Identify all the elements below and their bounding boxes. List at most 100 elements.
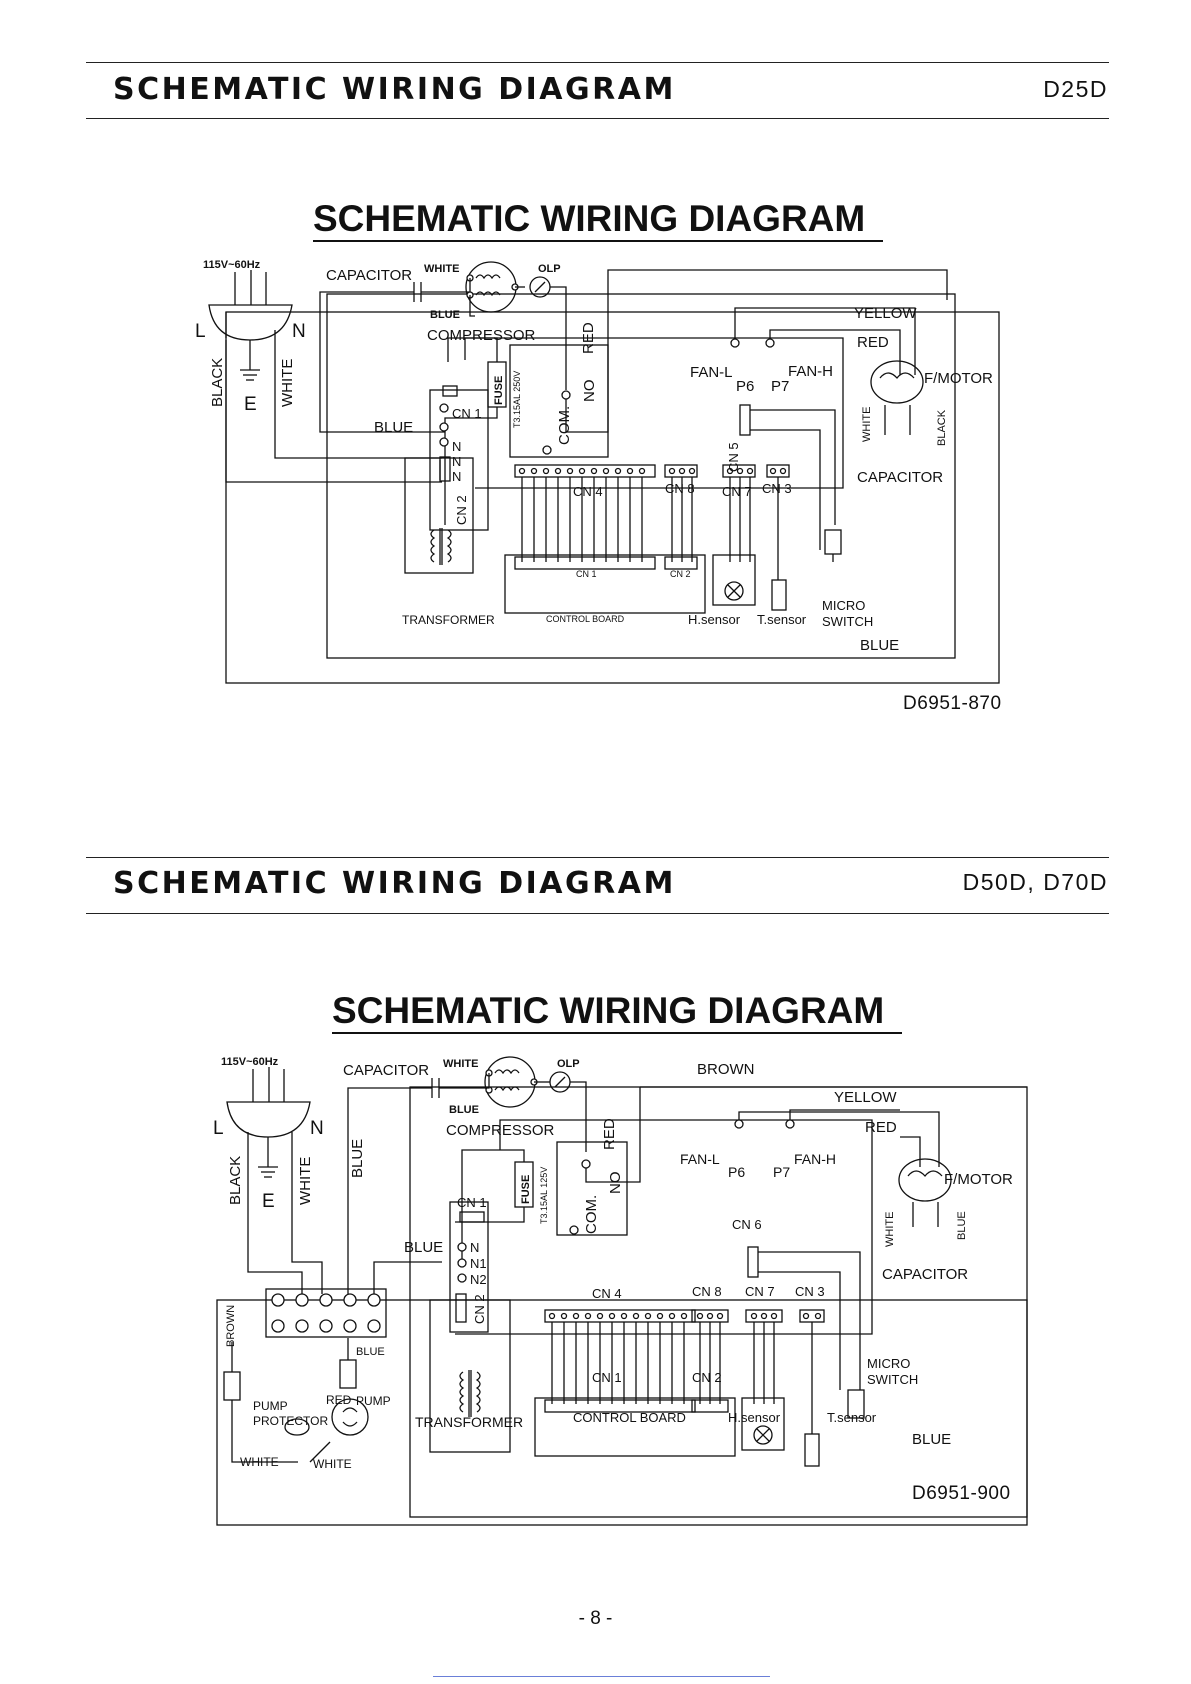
motor-capacitor-label: CAPACITOR bbox=[857, 469, 943, 486]
red-motor-wire-label: RED bbox=[865, 1119, 897, 1136]
diagram-title: SCHEMATIC WIRING DIAGRAM bbox=[313, 198, 884, 242]
voltage-label: 115V~60Hz bbox=[221, 1056, 279, 1068]
yellow-wire-label: YELLOW bbox=[854, 305, 917, 322]
brown-wire-label: BROWN bbox=[697, 1061, 755, 1078]
cn4-wires bbox=[551, 1322, 813, 1434]
cn4-label: CN 4 bbox=[592, 1286, 622, 1301]
cn8-label: CN 8 bbox=[692, 1284, 722, 1299]
transformer-icon bbox=[429, 1299, 511, 1453]
no-label: NO bbox=[581, 380, 598, 403]
cn1-connector bbox=[459, 1211, 485, 1223]
connector-pins bbox=[548, 1312, 822, 1320]
yellow-wire-label: YELLOW bbox=[834, 1089, 897, 1106]
cn7-label: CN 7 bbox=[745, 1284, 775, 1299]
motor-white-label: WHITE bbox=[884, 1212, 896, 1247]
relay-box bbox=[556, 1141, 628, 1236]
neutral-label: N bbox=[310, 1118, 324, 1139]
brown-switch-icon bbox=[223, 1371, 241, 1401]
control-board-label: CONTROL BOARD bbox=[573, 1410, 686, 1425]
switch-label: SWITCH bbox=[822, 614, 873, 629]
pump-switch-icon bbox=[339, 1359, 357, 1389]
terminal-block bbox=[265, 1288, 387, 1338]
section-header: SCHEMATIC WIRING DIAGRAM bbox=[113, 866, 676, 901]
power-plug-icon bbox=[208, 270, 293, 381]
h-sensor-label: H.sensor bbox=[688, 612, 741, 627]
cn6-connector bbox=[747, 1246, 759, 1278]
red-wire-label: RED bbox=[601, 1118, 618, 1150]
transformer-icon bbox=[404, 457, 474, 574]
com-label: COM. bbox=[583, 1195, 600, 1234]
t-sensor-icon bbox=[804, 1433, 820, 1467]
n-terminal-3: N bbox=[452, 469, 461, 484]
compressor-blue-label: BLUE bbox=[430, 309, 460, 321]
cn4-connector bbox=[544, 1309, 696, 1323]
compressor-label: COMPRESSOR bbox=[427, 327, 536, 344]
fan-motor-label: F/MOTOR bbox=[924, 370, 993, 387]
control-board-label: CONTROL BOARD bbox=[546, 614, 625, 624]
earth-label: E bbox=[244, 394, 257, 415]
cn5-connector bbox=[739, 404, 751, 436]
cn4-connector bbox=[514, 464, 656, 478]
olp-label: OLP bbox=[538, 263, 561, 275]
p6-label: P6 bbox=[736, 378, 754, 395]
footer-line bbox=[433, 1676, 770, 1677]
pump-label: PUMP bbox=[356, 1394, 391, 1408]
line-label: L bbox=[195, 321, 206, 342]
pump-protector-icon bbox=[284, 1418, 310, 1436]
micro-label: MICRO bbox=[822, 598, 865, 613]
outer-frame bbox=[225, 311, 1000, 684]
cn1-label: CN 1 bbox=[457, 1195, 487, 1210]
n-terminal: N bbox=[470, 1240, 479, 1255]
section-header: SCHEMATIC WIRING DIAGRAM bbox=[113, 72, 676, 107]
model-code: D25D bbox=[1043, 76, 1108, 102]
transformer-label: TRANSFORMER bbox=[415, 1414, 523, 1430]
fan-low-label: FAN-L bbox=[680, 1151, 720, 1167]
fan-motor-icon bbox=[898, 1158, 952, 1227]
fan-high-label: FAN-H bbox=[788, 363, 833, 380]
capacitor-label: CAPACITOR bbox=[343, 1062, 429, 1079]
cn1-connector bbox=[442, 385, 458, 397]
diagram-code: D6951-900 bbox=[912, 1483, 1011, 1504]
fuse-label: FUSE bbox=[520, 1175, 532, 1204]
blue-wire-label: BLUE bbox=[404, 1239, 443, 1256]
fuse-label: FUSE bbox=[493, 376, 505, 405]
red-wire-label: RED bbox=[580, 322, 597, 354]
h-sensor-box bbox=[741, 1397, 785, 1451]
olp-icon bbox=[549, 1071, 571, 1093]
p7-label: P7 bbox=[771, 378, 789, 395]
fuse-rating: T3.15AL 125V bbox=[539, 1167, 549, 1224]
pump-protector-label-2: PROTECTOR bbox=[253, 1414, 328, 1428]
red-motor-wire-label: RED bbox=[857, 334, 889, 351]
cn4-wires bbox=[521, 477, 779, 580]
control-board bbox=[534, 1397, 736, 1457]
motor-capacitor-label: CAPACITOR bbox=[882, 1266, 968, 1283]
cn2-label: CN 2 bbox=[472, 1294, 487, 1324]
board-cn1-label: CN 1 bbox=[576, 569, 597, 579]
power-plug-icon bbox=[226, 1067, 311, 1178]
cn7-connector bbox=[722, 464, 756, 478]
section2-header-bottom-rule bbox=[86, 913, 1109, 914]
fan-motor-icon bbox=[870, 360, 924, 435]
top-rule bbox=[86, 62, 1109, 63]
blue-bottom-wire-label: BLUE bbox=[912, 1431, 951, 1448]
wiring-diagram-d50d-d70d: 115V~60Hz L N E BLACK WHITE BLUE CAPACIT… bbox=[213, 1056, 1028, 1526]
earth-label: E bbox=[262, 1191, 275, 1212]
compressor-white-label: WHITE bbox=[424, 263, 459, 275]
cn6-label: CN 6 bbox=[732, 1217, 762, 1232]
header-bottom-rule bbox=[86, 118, 1109, 119]
white-wire-label: WHITE bbox=[297, 1157, 314, 1205]
white-wire-label-a: WHITE bbox=[240, 1455, 279, 1469]
micro-label: MICRO bbox=[867, 1356, 910, 1371]
micro-switch-icon bbox=[824, 529, 842, 555]
connector-pins bbox=[518, 467, 787, 475]
h-sensor-label: H.sensor bbox=[728, 1410, 781, 1425]
micro-switch-icon bbox=[847, 1389, 865, 1419]
t-sensor-label: T.sensor bbox=[827, 1410, 877, 1425]
red-pump-wire-label: RED bbox=[326, 1393, 352, 1407]
cn3-label: CN 3 bbox=[795, 1284, 825, 1299]
white-wire-label-b: WHITE bbox=[313, 1457, 352, 1471]
board-cn2-label: CN 2 bbox=[692, 1370, 722, 1385]
capacitor-label: CAPACITOR bbox=[326, 267, 412, 284]
cn1-label: CN 1 bbox=[452, 406, 482, 421]
compressor-icon bbox=[465, 261, 519, 313]
